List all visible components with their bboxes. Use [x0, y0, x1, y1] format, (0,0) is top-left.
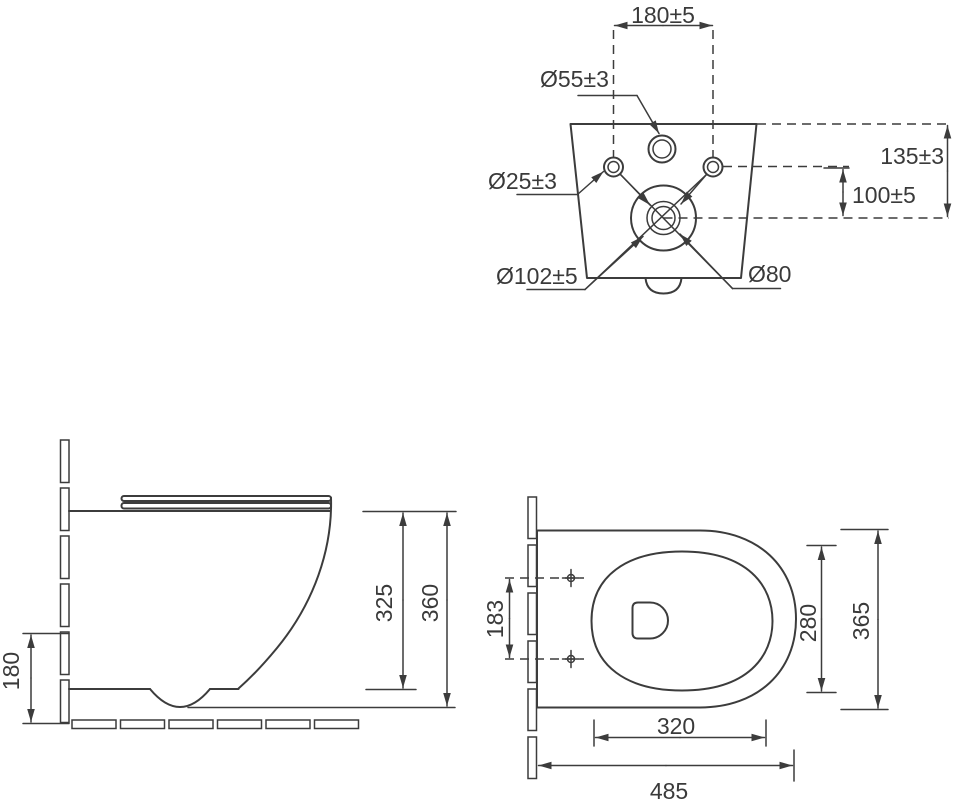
side-extension-lines — [22, 510, 457, 725]
top-view: 183 280 365 320 485 — [482, 496, 889, 800]
water-jet-outline — [631, 601, 669, 640]
dim-label-holes-to-outlet: 100±5 — [852, 182, 916, 208]
fixing-hole-markers — [505, 568, 584, 669]
dim-label-outlet-height: 180 — [0, 652, 24, 690]
dim-body-height: 325 — [371, 512, 407, 689]
label-outlet-flange-diameter: Ø102±5 — [496, 263, 586, 291]
dim-label-overall-width: 365 — [848, 602, 874, 640]
dim-fixing-hole-spacing: 183 — [482, 578, 514, 659]
drain-bump — [644, 277, 683, 295]
dim-rim-to-outlet: 135±3 — [880, 124, 952, 218]
dim-label-bowl-length: 320 — [657, 713, 695, 739]
reference-dashed-lines — [612, 30, 949, 219]
dim-bowl-length: 320 — [594, 713, 766, 742]
floor-hatch — [71, 719, 360, 730]
inlet-circle-outer — [647, 134, 677, 164]
dim-label-bowl-width: 280 — [795, 604, 821, 642]
side-view: 325 360 180 — [0, 439, 457, 730]
label-inlet-diameter: Ø55±3 — [540, 66, 660, 135]
trap-bump-side — [149, 688, 211, 708]
back-view: 180±5 135±3 100±5 Ø55±3 Ø25±3 — [488, 2, 952, 295]
dim-label-rim-to-outlet: 135±3 — [880, 143, 944, 169]
dim-label-overall-length: 485 — [650, 778, 688, 800]
outlet-inner-circle — [651, 205, 676, 231]
seat-ring — [120, 502, 332, 510]
toilet-plan-outline — [536, 529, 797, 709]
dim-holes-to-outlet: 100±5 — [839, 168, 916, 217]
dim-label-outlet-diameter: Ø80 — [748, 261, 791, 287]
rear-curve — [237, 496, 333, 690]
dim-label-fixing-hole-diameter: Ø25±3 — [488, 168, 557, 194]
dim-overall-width: 365 — [848, 530, 882, 709]
fixing-marker-bottom — [561, 649, 581, 669]
dim-hole-spacing: 180±5 — [613, 2, 714, 30]
dim-label-overall-height: 360 — [417, 584, 443, 622]
seat-lid — [120, 495, 332, 502]
wall-hatch — [59, 439, 70, 724]
dim-overall-height: 360 — [417, 512, 451, 707]
label-fixing-hole-diameter: Ø25±3 — [488, 168, 605, 196]
bowl-rim — [590, 550, 774, 692]
dim-label-hole-spacing: 180±5 — [631, 2, 695, 28]
fixing-marker-top — [561, 568, 581, 588]
outer-rim — [536, 529, 797, 709]
dim-overall-length: 485 — [537, 761, 794, 800]
dim-bowl-width: 280 — [795, 546, 826, 692]
toilet-side-profile — [68, 495, 333, 708]
dim-label-inlet-diameter: Ø55±3 — [540, 66, 609, 92]
tank-body-outline — [569, 123, 758, 279]
outlet-leader-diagonals — [584, 173, 734, 291]
dim-label-body-height: 325 — [371, 584, 397, 622]
fixing-hole-left-inner — [607, 160, 620, 174]
fixing-hole-right-inner — [706, 160, 720, 174]
inlet-circle-inner — [652, 139, 672, 159]
label-outlet-diameter: Ø80 — [731, 261, 791, 290]
wall-hatch-plan — [527, 496, 538, 780]
dim-label-outlet-flange-diameter: Ø102±5 — [496, 263, 578, 289]
fixing-hole-left-outer — [603, 156, 624, 178]
plan-extension-lines — [593, 528, 889, 782]
dim-outlet-height: 180 — [0, 634, 35, 723]
fixing-hole-right-outer — [702, 156, 724, 178]
dim-label-fixing-hole-spacing: 183 — [482, 600, 508, 638]
